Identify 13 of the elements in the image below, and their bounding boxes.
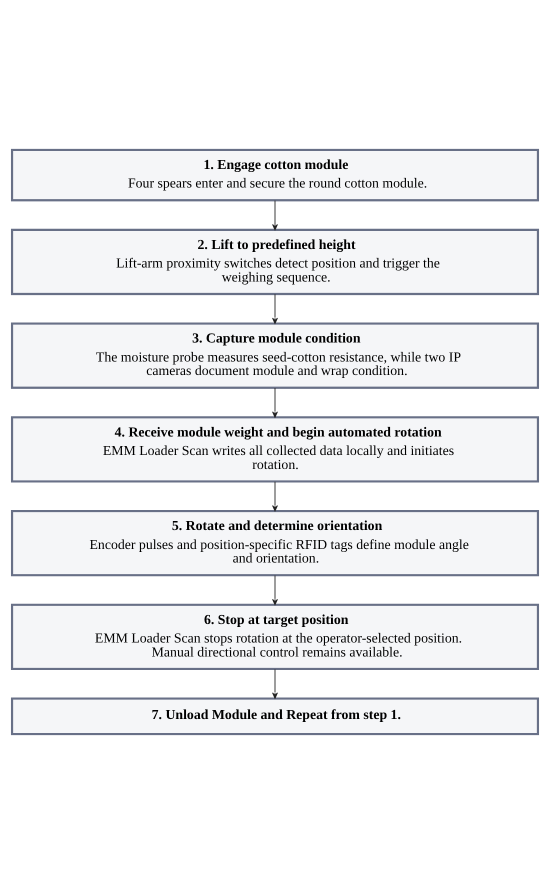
node-box: 7. Unload Module and Repeat from step 1. [10,696,540,735]
arrow [272,387,278,418]
node-box: 4. Receive module weight and begin automated rotation EMM Loader Scan writes all collected data locally and initiates rotation. [10,416,540,482]
arrow [272,200,278,230]
node-box: 5. Rotate and determine orientation Encoder pulses and position-specific RFID tags define module angle and orientation. [10,509,540,576]
arrow [272,574,278,605]
arrow [272,480,278,511]
node-box: 3. Capture module condition The moisture probe measures seed-cotton resistance, while two IP cameras document module and wrap condition. [10,322,540,388]
node-box: 6. Stop at target position EMM Loader Scan stops rotation at the operator-selected position. Manual directional control remains available. [10,603,540,670]
arrow [272,293,278,324]
node-box: 1. Engage cotton module Four spears enter and secure the round cotton module. [10,148,540,201]
arrow [272,668,278,698]
node-box: 2. Lift to predefined height Lift-arm proximity switches detect position and trigger the weighing sequence. [10,228,540,295]
